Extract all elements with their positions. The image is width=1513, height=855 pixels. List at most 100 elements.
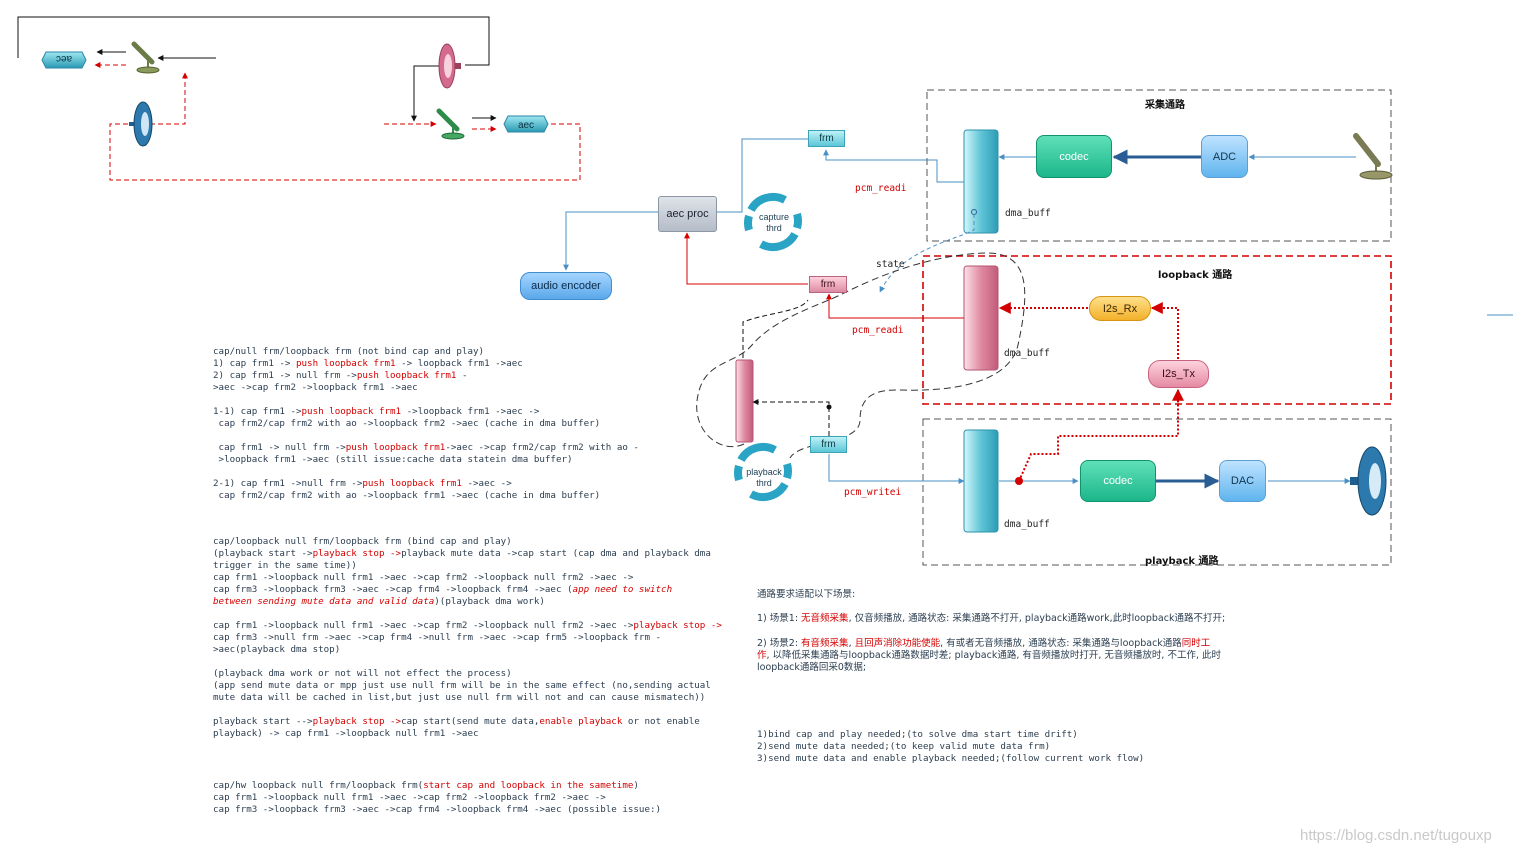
scenario-1-prefix: 1) 场景1: [757,613,802,624]
note-line: (playback start ->playback stop ->playba… [213,548,711,559]
scenario-1: 1) 场景1: 无音频采集, 仅音频播放, 通路状态: 采集通路不打开, pla… [757,613,1225,626]
note-line: cap frm3 ->loopback frm3 ->aec ->cap frm… [213,804,662,815]
mini-diagram: aec aec [17,16,581,181]
capture-thread-cycle-icon [744,192,802,252]
microphone-icon [1353,133,1393,180]
capture-path-region [926,89,1392,242]
capture-path-title: 采集通路 [1145,100,1185,111]
scenario-2-highlight: 作 [757,650,767,661]
capture-thread-label: capture thrd [758,212,790,233]
note-line [213,704,722,716]
playback-thread-label: playback thrd [746,467,782,488]
note-line: cap frm3 ->null frm ->aec ->cap frm4 ->n… [213,632,662,643]
scenario-1-text: , 仅音频播放, 通路状态: 采集通路不打开, playback通路work,此… [848,613,1226,624]
notes-block-1: cap/null frm/loopback frm (not bind cap … [213,346,639,502]
dma-buffer-capture [963,129,999,234]
dma-buff-label: dma_buff [1004,519,1050,530]
note-line [213,430,639,442]
aec-tag-right-label: aec [518,120,534,131]
requirement-1: 1)bind cap and play needed;(to solve dma… [757,729,1078,740]
state-label: state [876,259,905,270]
notes-block-3: cap/hw loopback null frm/loopback frm(st… [213,780,661,816]
scenario-2-sep: , [848,638,855,649]
note-line: cap/loopback null frm/loopback frm (bind… [213,536,512,547]
note-line [213,656,722,668]
loopback-path-region [922,255,1392,405]
note-line: trigger in the same time)) [213,560,357,571]
loopback-path-title: loopback 通路 [1158,270,1233,281]
note-line: (app send mute data or mpp just use null… [213,680,711,691]
aec-tag-left-label: aec [56,53,72,64]
dma-buffer-playback [963,429,999,533]
scenario-2-highlight: 且回声消除功能使能 [854,638,941,649]
note-line: between sending mute data and valid data… [213,596,545,607]
note-line: cap frm1 ->loopback null frm1 ->aec ->ca… [213,620,722,631]
loopback-frm-box: frm [809,276,847,293]
speaker-icon [438,43,461,89]
pcm-readi-label: pcm_readi [852,325,904,336]
note-line: cap frm1 ->loopback null frm1 ->aec ->ca… [213,792,606,803]
scenario-2-line2: 作, 以降低采集通路与loopback通路数据时差; playback通路, 有… [757,650,1221,663]
notes-block-2: cap/loopback null frm/loopback frm (bind… [213,536,722,740]
watermark: https://blog.csdn.net/tugouxp [1300,827,1492,844]
note-line: mute data will be cached in list,but jus… [213,692,706,703]
pcm-writei-label: pcm_writei [844,487,902,498]
note-line: playback) -> cap frm1 ->loopback null fr… [213,728,479,739]
note-line: playback start -->playback stop ->cap st… [213,716,700,727]
speaker-icon [1350,446,1387,516]
note-line: >loopback frm1 ->aec (still issue:cache … [213,454,573,465]
note-line: >aec ->cap frm2 ->loopback frm1 ->aec [213,382,418,393]
scenario-intro: 通路要求适配以下场景: [757,589,856,600]
note-line: >aec(playback dma stop) [213,644,341,655]
audio-encoder-block: audio encoder [520,272,612,300]
playback-codec-block: codec [1080,460,1156,502]
playback-frm-box: frm [810,436,847,453]
scenario-2-highlight: 有音频采集 [801,638,849,649]
capture-codec-block: codec [1036,135,1112,178]
note-line: cap/null frm/loopback frm (not bind cap … [213,346,485,357]
pcm-readi-label: pcm_readi [855,183,907,194]
note-line: cap frm2/cap frm2 with ao ->loopback frm… [213,418,601,429]
dma-buff-label: dma_buff [1004,348,1050,359]
aec-proc-block: aec proc [658,196,717,232]
aec-tag-right: aec [503,115,549,133]
note-line [213,394,639,406]
requirement-2: 2)send mute data needed;(to keep valid m… [757,741,1051,752]
dac-block: DAC [1219,460,1266,502]
note-line: 2-1) cap frm1 ->null frm ->push loopback… [213,478,512,489]
note-line: (playback dma work or not will not effec… [213,668,512,679]
capture-frm-box: frm [808,130,845,147]
note-line: cap frm2/cap frm2 with ao ->loopback frm… [213,490,601,501]
microphone-icon [436,108,465,140]
scenario-1-highlight: 无音频采集 [801,613,849,624]
note-line: cap frm1 ->loopback null frm1 ->aec ->ca… [213,572,634,583]
scenario-2-line2-text: , 以降低采集通路与loopback通路数据时差; playback通路, 有音… [766,650,1221,661]
note-line: 1) cap frm1 -> push loopback frm1 -> loo… [213,358,523,369]
loopback-list-buffer [735,359,754,443]
note-line: cap/hw loopback null frm/loopback frm(st… [213,780,639,791]
playback-thread-cycle-icon [734,442,792,502]
requirement-3: 3)send mute data and enable playback nee… [757,753,1145,764]
dma-buffer-loopback [963,265,999,371]
i2s-rx-block: I2s_Rx [1089,296,1151,321]
note-line: cap frm3 ->loopback frm3 ->aec ->cap frm… [213,584,673,595]
playback-path-title: playback 通路 [1145,556,1219,567]
note-line: cap frm1 -> null frm ->push loopback frm… [213,442,639,453]
note-line [213,466,639,478]
scenario-2-highlight: 同时工 [1181,638,1211,649]
scenario-2-line3: loopback通路回采0数据; [757,662,867,673]
microphone-icon [131,41,160,74]
playback-path-region [922,418,1392,566]
scenario-2-text: , 有或者无音频播放, 通路状态: 采集通路与loopback通路 [940,638,1182,649]
speaker-icon [129,101,153,147]
adc-block: ADC [1201,135,1248,178]
scenario-2-prefix: 2) 场景2: [757,638,802,649]
note-line [213,608,722,620]
scenario-2: 2) 场景2: 有音频采集, 且回声消除功能使能, 有或者无音频播放, 通路状态… [757,638,1210,651]
i2s-tx-block: I2s_Tx [1148,360,1209,388]
dma-buff-label: dma_buff [1005,208,1051,219]
aec-tag-left: aec [41,51,87,69]
note-line: 1-1) cap frm1 ->push loopback frm1 ->loo… [213,406,540,417]
note-line: 2) cap frm1 -> null frm ->push loopback … [213,370,468,381]
